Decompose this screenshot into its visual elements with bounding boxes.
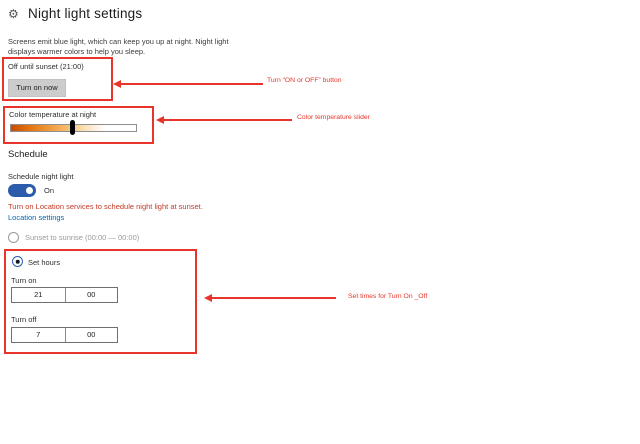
annotation-arrow-tip-set-hours: [204, 294, 212, 302]
color-temperature-label: Color temperature at night: [9, 110, 97, 119]
annotation-arrow-line-set-hours: [211, 297, 336, 299]
annotation-arrow-tip-temperature: [156, 116, 164, 124]
set-hours-radio[interactable]: [12, 256, 23, 267]
turn-off-hour-field[interactable]: 7: [36, 330, 41, 339]
annotation-text-temp-slider: Color temperature slider: [297, 114, 370, 121]
turn-on-label: Turn on: [11, 276, 37, 285]
annotation-arrow-line-status: [120, 83, 263, 85]
schedule-heading: Schedule: [8, 149, 48, 160]
location-settings-link[interactable]: Location settings: [8, 213, 65, 222]
annotation-box-temperature: [3, 106, 154, 144]
color-temperature-slider-thumb[interactable]: [70, 120, 75, 135]
turn-on-time-picker: 21 00: [11, 287, 118, 303]
set-hours-label: Set hours: [28, 258, 61, 267]
turn-on-hour-field[interactable]: 21: [34, 290, 43, 299]
annotation-arrow-line-temperature: [163, 119, 292, 121]
page-title: Night light settings: [28, 6, 143, 21]
turn-off-label: Turn off: [11, 315, 37, 324]
toggle-knob: [26, 187, 33, 194]
settings-gear-icon: ⚙: [8, 7, 19, 21]
schedule-toggle[interactable]: [8, 184, 36, 197]
turn-off-time-picker: 7 00: [11, 327, 118, 343]
annotation-text-set-times: Set times for Turn On _Off: [348, 293, 428, 300]
annotation-arrow-tip-status: [113, 80, 121, 88]
sunset-to-sunrise-label: Sunset to sunrise (00:00 — 00:00): [25, 233, 140, 242]
annotation-text-on-off: Turn “ON or OFF” button: [267, 77, 342, 84]
schedule-toggle-label: Schedule night light: [8, 172, 74, 181]
turn-on-minute-field[interactable]: 00: [64, 288, 118, 302]
sunset-to-sunrise-radio: [8, 232, 19, 243]
radio-selected-dot: [15, 259, 20, 264]
annotation-box-status: [2, 57, 113, 101]
toggle-state-text: On: [44, 186, 55, 195]
turn-off-minute-field[interactable]: 00: [64, 328, 118, 342]
description-line-2: displays warmer colors to help you sleep…: [8, 47, 146, 56]
description-line-1: Screens emit blue light, which can keep …: [8, 37, 229, 46]
annotation-box-set-hours: [4, 249, 197, 354]
location-warning-text: Turn on Location services to schedule ni…: [8, 202, 203, 211]
night-light-status-label: Off until sunset (21:00): [8, 62, 84, 71]
turn-on-now-button[interactable]: Turn on now: [8, 79, 66, 97]
